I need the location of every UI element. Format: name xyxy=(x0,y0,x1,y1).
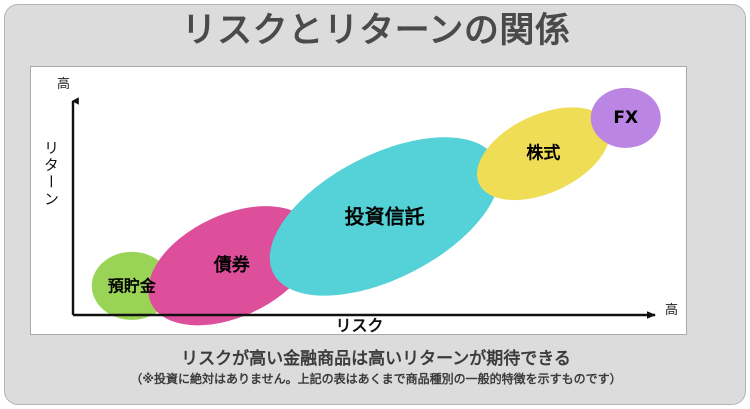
y-axis-high-label: 高 xyxy=(57,77,71,92)
infographic-card: リスクとリターンの関係 預貯金 債券 投資信託 株式 FX 高 高 リターン xyxy=(4,4,746,405)
bubble-2 xyxy=(269,137,500,296)
page-title: リスクとリターンの関係 xyxy=(181,11,571,51)
bubble-label: FX xyxy=(613,108,638,128)
risk-return-plot: 預貯金 債券 投資信託 株式 FX xyxy=(71,87,661,326)
caption-main: リスクが高い金融商品は高いリターンが期待できる xyxy=(181,349,571,369)
bubble-3 xyxy=(476,107,610,201)
bubble-1 xyxy=(148,206,316,326)
chart-panel: 預貯金 債券 投資信託 株式 FX 高 高 リターン リスク xyxy=(30,66,687,335)
x-axis-title: リスク xyxy=(335,316,384,335)
bubble-group xyxy=(91,87,661,326)
bubble-label: 株式 xyxy=(526,143,560,164)
caption-sub: （※投資に絶対はありません。上記の表はあくまで商品種別の一般的特徴を示すものです… xyxy=(130,372,622,386)
y-axis-title: リターン xyxy=(42,140,60,208)
x-axis-high-label: 高 xyxy=(665,303,679,318)
bubble-label: 預貯金 xyxy=(108,276,157,295)
bubble-label: 債券 xyxy=(213,254,251,276)
bubble-4 xyxy=(590,87,661,148)
axis-lines xyxy=(71,97,656,319)
bubble-label: 投資信託 xyxy=(345,204,425,228)
